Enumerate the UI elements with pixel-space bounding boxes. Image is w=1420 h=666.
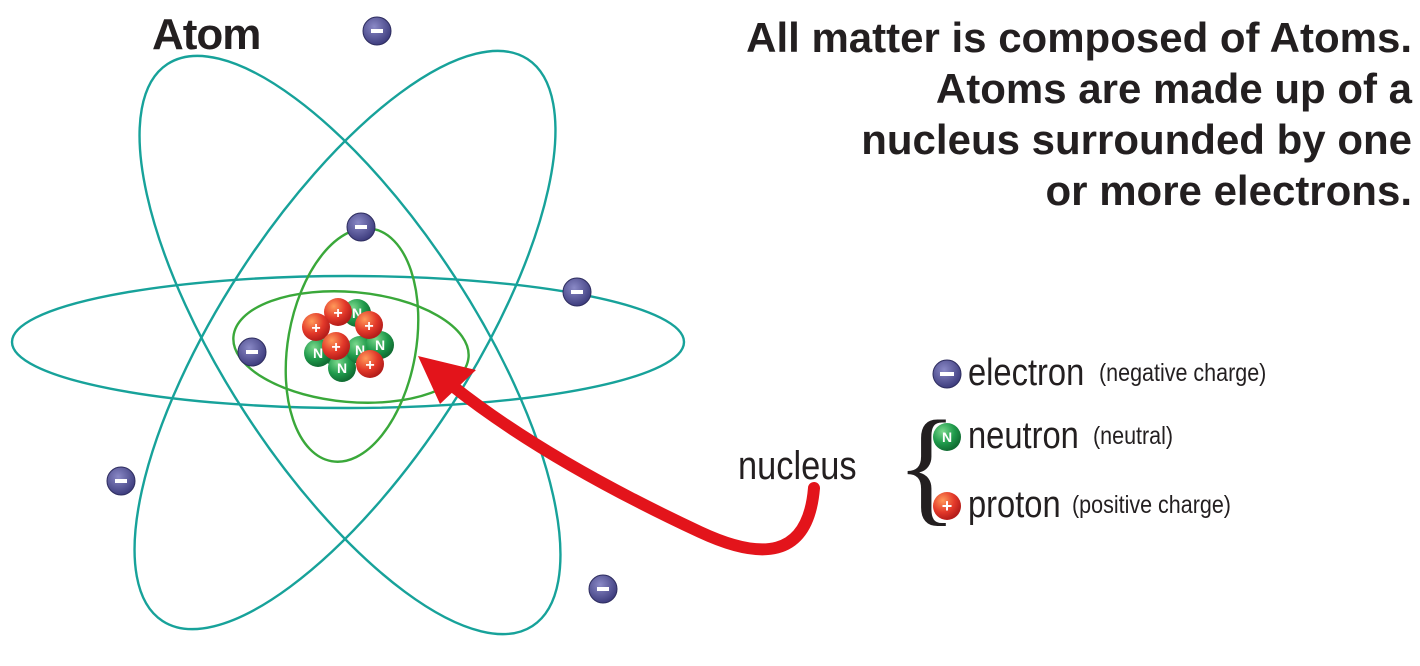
svg-text:N: N: [352, 305, 362, 321]
svg-text:+: +: [365, 357, 374, 374]
electron-particle: [346, 212, 376, 242]
legend-neutron-note: (neutral): [1092, 422, 1173, 450]
nucleus-label: nucleus: [738, 444, 857, 488]
proton-particle: +: [302, 313, 330, 341]
legend-electron: electron (negative charge): [932, 352, 1294, 395]
headline-line: or more electrons.: [1045, 167, 1412, 214]
svg-text:+: +: [311, 320, 320, 337]
svg-text:+: +: [942, 496, 953, 516]
nucleus: N N N N N N + + + + +: [302, 298, 394, 382]
neutron-particle: N: [328, 354, 356, 382]
outer-orbit-right-tilt: [138, 54, 562, 636]
proton-icon: +: [933, 491, 961, 520]
electron-icon: [932, 359, 962, 388]
nucleus-arrow: [444, 378, 820, 556]
legend-neutron: N neutron (neutral): [932, 415, 1186, 458]
outer-orbit-left-tilt: [133, 49, 557, 631]
proton-particle: +: [356, 350, 384, 378]
svg-text:N: N: [313, 345, 323, 361]
svg-text:N: N: [355, 342, 365, 358]
headline-line: nucleus surrounded by one: [861, 116, 1412, 163]
legend-electron-note: (negative charge): [1099, 359, 1267, 387]
inner-orbit-horizontal: [232, 290, 470, 404]
legend-proton-name: proton: [968, 484, 1061, 526]
proton-particle: +: [324, 298, 352, 326]
proton-particle: +: [322, 332, 350, 360]
svg-text:N: N: [942, 429, 952, 445]
svg-text:N: N: [337, 360, 347, 376]
diagram-title: Atom: [152, 10, 261, 59]
headline-text: All matter is composed of Atoms. Atoms a…: [512, 12, 1412, 216]
headline-line: All matter is composed of Atoms.: [746, 14, 1412, 61]
electron-particle: [562, 277, 592, 307]
headline-line: Atoms are made up of a: [935, 65, 1412, 112]
electron-particle: [237, 337, 267, 367]
electron-particle: [588, 574, 618, 604]
legend-proton-note: (positive charge): [1071, 491, 1231, 519]
legend-electron-name: electron: [968, 352, 1085, 394]
brace-icon: {: [896, 395, 958, 537]
electron-particle: [106, 466, 136, 496]
outer-orbit-horizontal: [10, 274, 686, 410]
proton-particle: +: [355, 311, 383, 339]
svg-text:N: N: [375, 337, 385, 353]
svg-text:+: +: [331, 339, 340, 356]
legend-neutron-name: neutron: [968, 415, 1079, 457]
legend-proton: + proton (positive charge): [932, 484, 1257, 527]
electron-particle: [362, 16, 392, 46]
svg-text:+: +: [364, 318, 373, 335]
neutron-icon: N: [933, 422, 961, 451]
nucleus-arrow-head: [418, 356, 476, 404]
svg-text:+: +: [333, 305, 342, 322]
